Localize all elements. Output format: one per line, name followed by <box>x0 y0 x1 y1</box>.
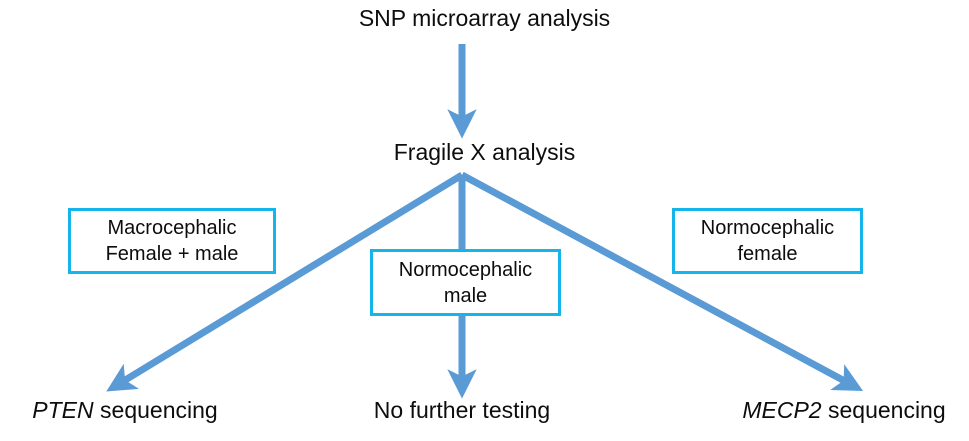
gene-name-mecp2: MECP2 <box>742 397 822 423</box>
outcome-no-further-testing: No further testing <box>337 396 587 424</box>
outcome-pten-sequencing: PTEN sequencing <box>0 396 250 424</box>
box-macrocephalic-line-2: Female + male <box>105 243 239 265</box>
box-normocephalic-female: Normocephalic female <box>672 208 863 274</box>
box-normocephalic-female-line-1: Normocephalic <box>700 217 835 239</box>
box-macrocephalic-line-1: Macrocephalic <box>107 217 237 239</box>
box-normocephalic-male: Normocephalic male <box>370 249 561 316</box>
outcome-no-testing-text: No further testing <box>373 397 551 423</box>
node-fragile-x-analysis: Fragile X analysis <box>393 139 576 165</box>
arrow-stage2-to-pten <box>106 172 464 392</box>
outcome-mecp2-suffix: sequencing <box>821 397 946 423</box>
arrow-stage2-to-mecp2 <box>460 171 864 391</box>
outcome-mecp2-sequencing: MECP2 sequencing <box>719 396 969 424</box>
box-normocephalic-male-line-2: male <box>443 284 488 307</box>
box-normocephalic-female-line-2: female <box>737 243 798 265</box>
gene-name-pten: PTEN <box>32 397 94 423</box>
node-snp-microarray-analysis: SNP microarray analysis <box>358 5 611 31</box>
box-macrocephalic: Macrocephalic Female + male <box>68 208 276 274</box>
outcome-pten-suffix: sequencing <box>93 397 218 423</box>
box-normocephalic-male-line-1: Normocephalic <box>398 258 533 281</box>
